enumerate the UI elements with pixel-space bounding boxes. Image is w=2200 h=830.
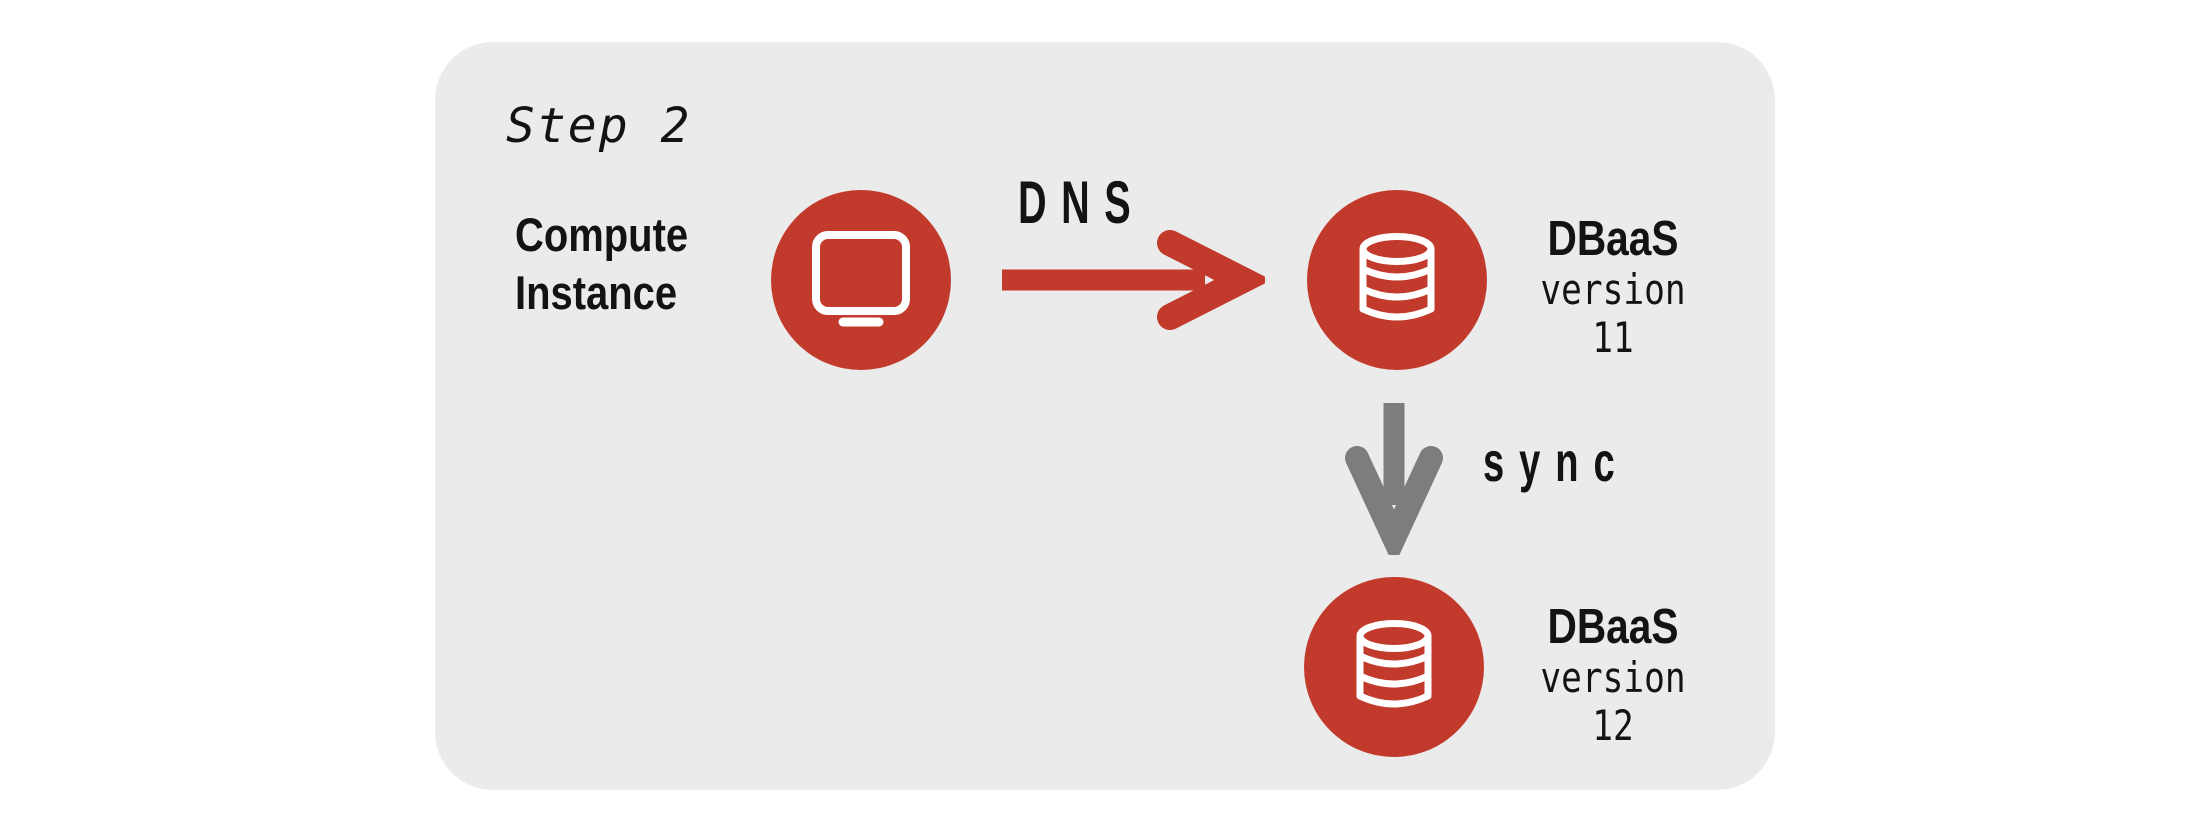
dbaas-v12-label-group: DBaaS version 12 bbox=[1488, 600, 1738, 750]
dbaas-v11-title: DBaaS bbox=[1547, 212, 1679, 266]
arrow-right-icon bbox=[1002, 230, 1265, 330]
sync-flow-label: sync bbox=[1483, 430, 1630, 493]
step-panel bbox=[435, 42, 1775, 790]
database-icon bbox=[1359, 233, 1435, 321]
compute-instance-label: Compute Instance bbox=[515, 208, 689, 319]
database-icon bbox=[1356, 620, 1432, 708]
dbaas-v11-version: version 11 bbox=[1540, 265, 1686, 362]
arrow-down-icon bbox=[1345, 403, 1443, 555]
dbaas-v12-node bbox=[1304, 577, 1484, 757]
dbaas-v11-label-group: DBaaS version 11 bbox=[1488, 212, 1738, 362]
dns-flow-label: DNS bbox=[1018, 169, 1146, 236]
step-title: Step 2 bbox=[506, 98, 692, 154]
monitor-icon bbox=[812, 231, 910, 327]
dbaas-v12-version: version 12 bbox=[1540, 653, 1686, 750]
compute-instance-node bbox=[771, 190, 951, 370]
dbaas-v11-node bbox=[1307, 190, 1487, 370]
dbaas-v12-title: DBaaS bbox=[1547, 600, 1679, 654]
